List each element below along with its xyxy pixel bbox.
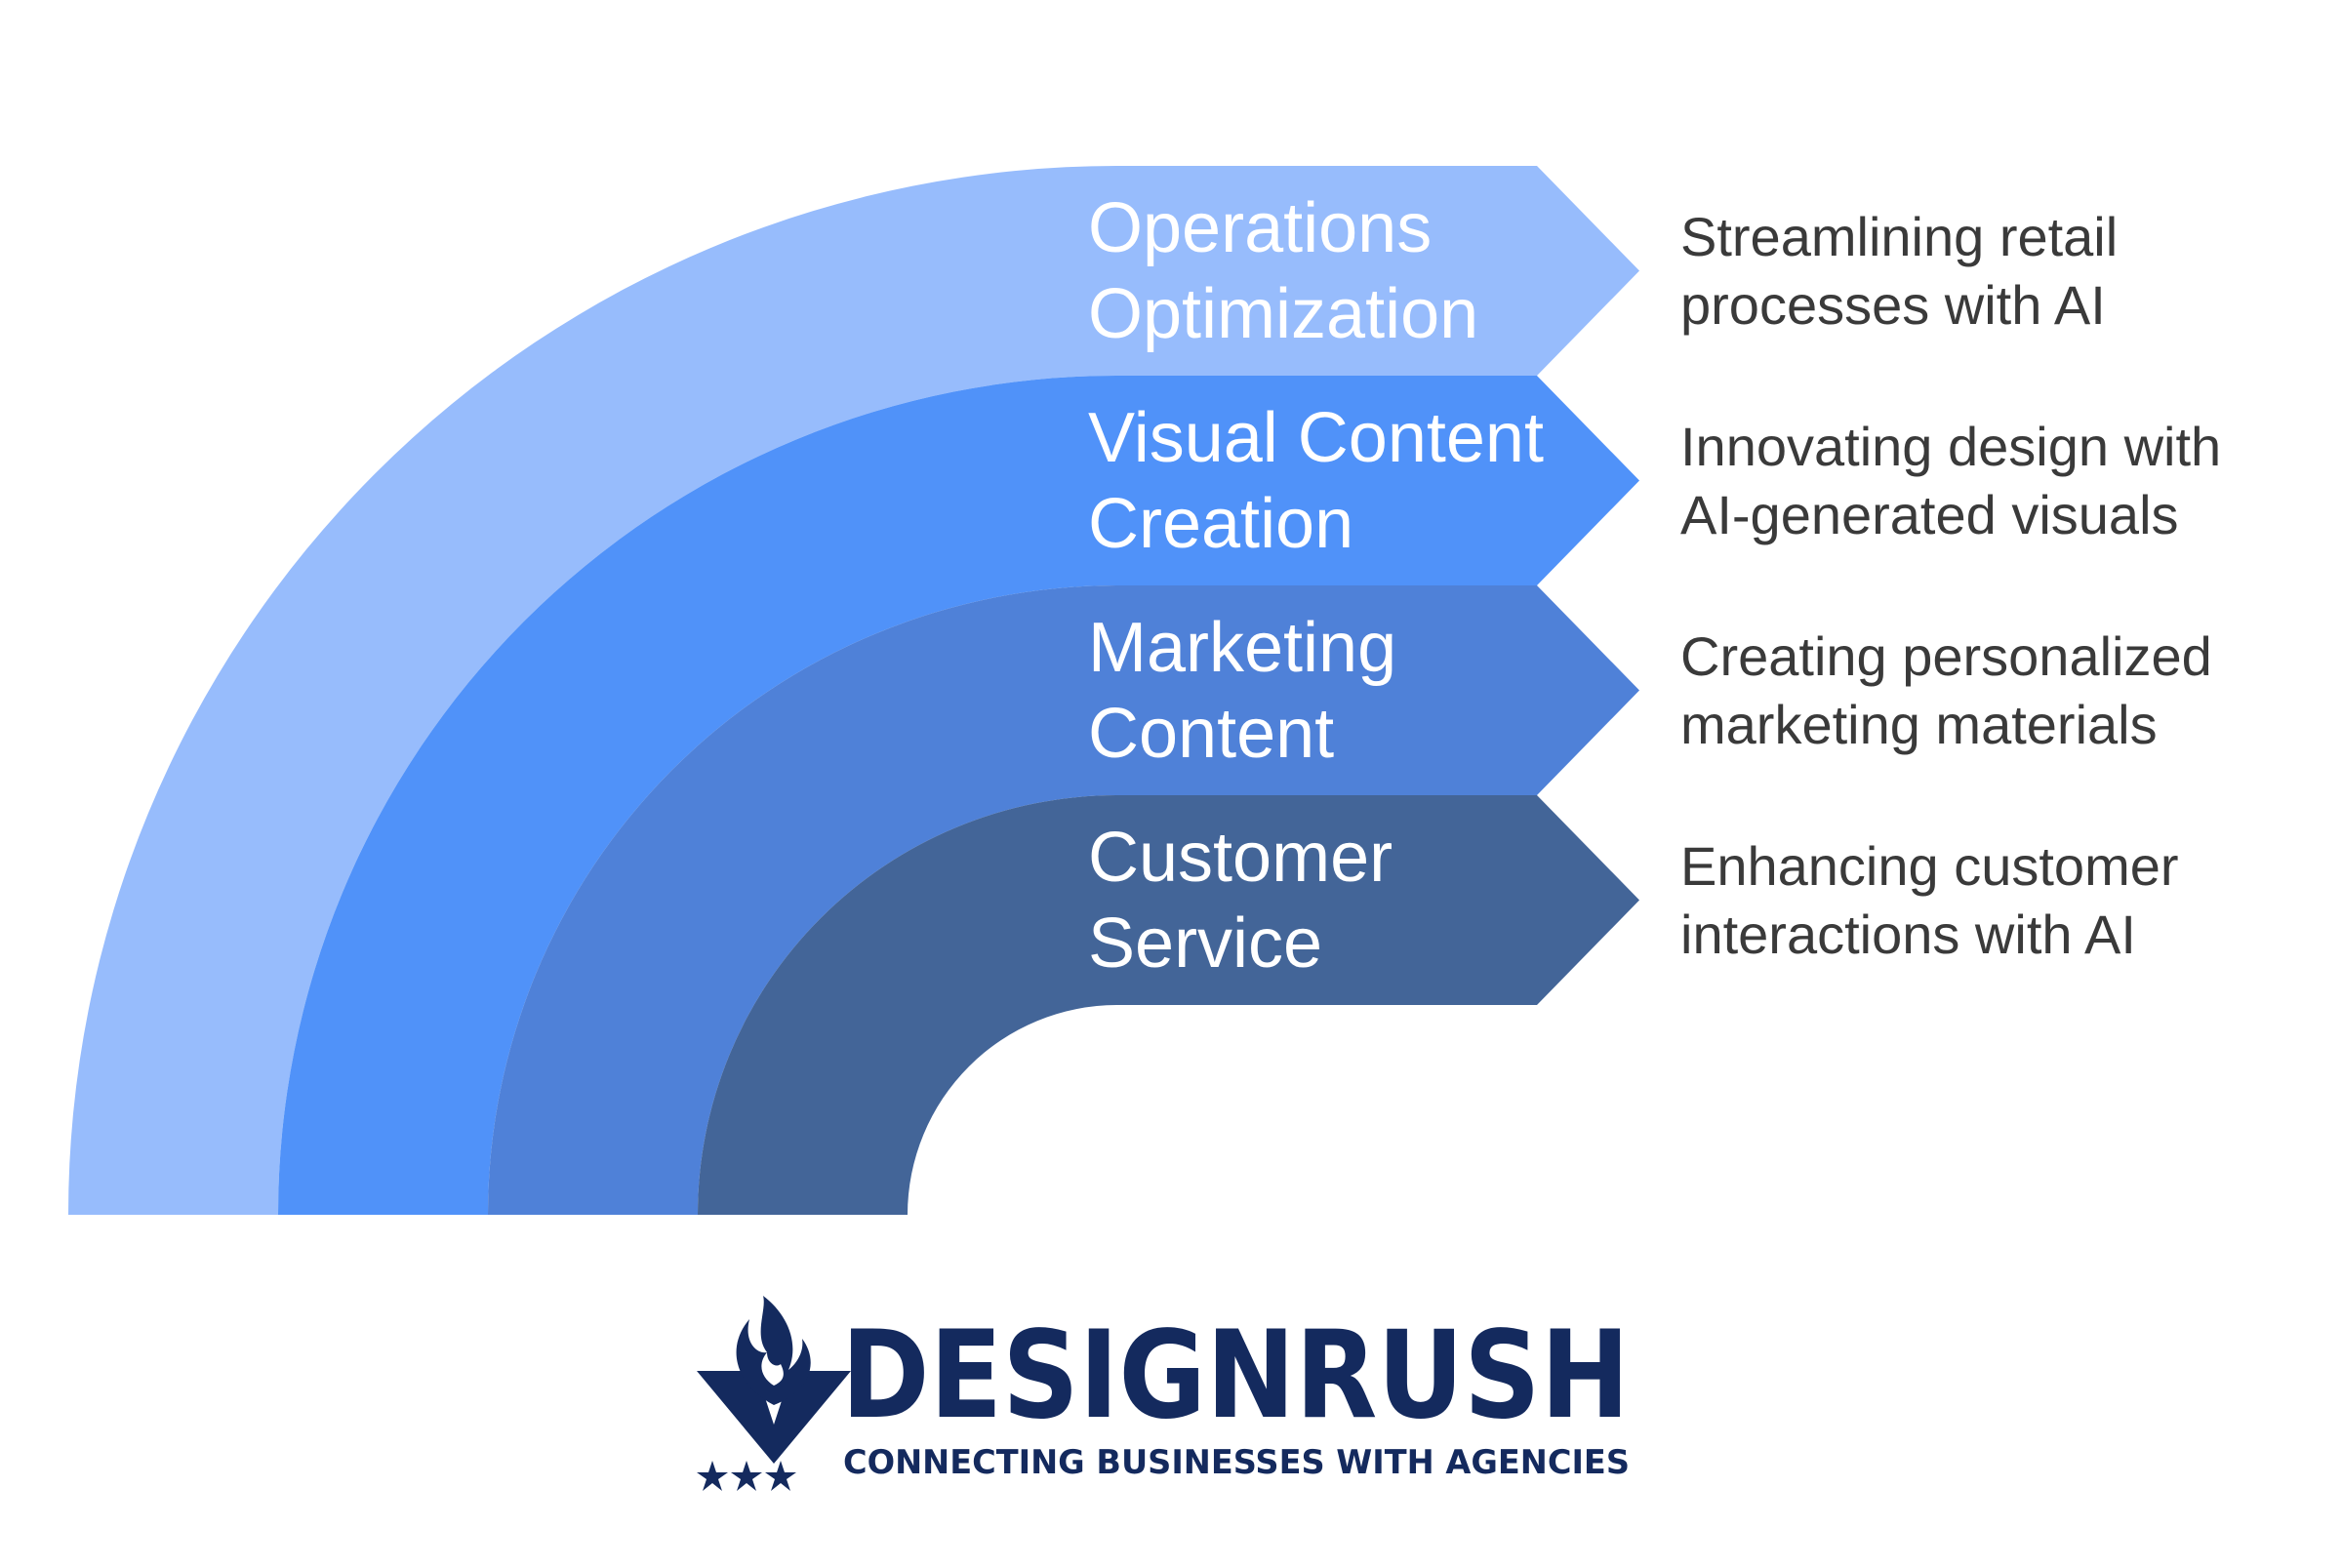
- band-description-marketing-content: Creating personalized marketing material…: [1680, 625, 2212, 755]
- band-description-customer-service: Enhancing customer interactions with AI: [1680, 835, 2179, 965]
- band-label-operations-optimization: Operations Optimization: [1088, 189, 1478, 353]
- band-label-marketing-content: Marketing Content: [1088, 609, 1396, 773]
- svg-text:processes with AI: processes with AI: [1680, 274, 2106, 336]
- band-label-visual-content-creation: Visual Content Creation: [1088, 399, 1544, 563]
- band-description-operations-optimization: Streamlining retail processes with AI: [1680, 206, 2118, 336]
- svg-text:Streamlining retail: Streamlining retail: [1680, 206, 2118, 267]
- flame-v-logo-icon: [697, 1296, 851, 1491]
- designrush-logo: DESIGNRUSH CONNECTING BUSINESSES WITH AG…: [697, 1296, 1630, 1491]
- svg-text:Content: Content: [1088, 695, 1334, 773]
- svg-text:Optimization: Optimization: [1088, 275, 1478, 353]
- band-label-customer-service: Customer Service: [1088, 819, 1393, 983]
- band-shape-marketing-content: [488, 585, 1639, 1215]
- svg-text:Enhancing customer: Enhancing customer: [1680, 835, 2179, 897]
- brand-tagline: CONNECTING BUSINESSES WITH AGENCIES: [843, 1443, 1630, 1482]
- svg-text:Visual Content: Visual Content: [1088, 399, 1544, 477]
- brand-name: DESIGNRUSH: [841, 1306, 1630, 1446]
- svg-text:Creation: Creation: [1088, 485, 1353, 563]
- svg-text:Customer: Customer: [1088, 819, 1393, 897]
- svg-text:Innovating design with: Innovating design with: [1680, 416, 2221, 477]
- band-description-visual-content-creation: Innovating design with AI-generated visu…: [1680, 416, 2221, 545]
- band-shape-customer-service: [698, 795, 1639, 1215]
- svg-text:AI-generated visuals: AI-generated visuals: [1680, 484, 2179, 545]
- svg-text:Operations: Operations: [1088, 189, 1432, 267]
- svg-text:marketing materials: marketing materials: [1680, 694, 2158, 755]
- svg-text:Marketing: Marketing: [1088, 609, 1396, 687]
- svg-text:interactions with AI: interactions with AI: [1680, 904, 2136, 965]
- band-shape-operations-optimization: [68, 166, 1639, 1215]
- svg-text:Creating personalized: Creating personalized: [1680, 625, 2212, 687]
- svg-text:Service: Service: [1088, 905, 1322, 983]
